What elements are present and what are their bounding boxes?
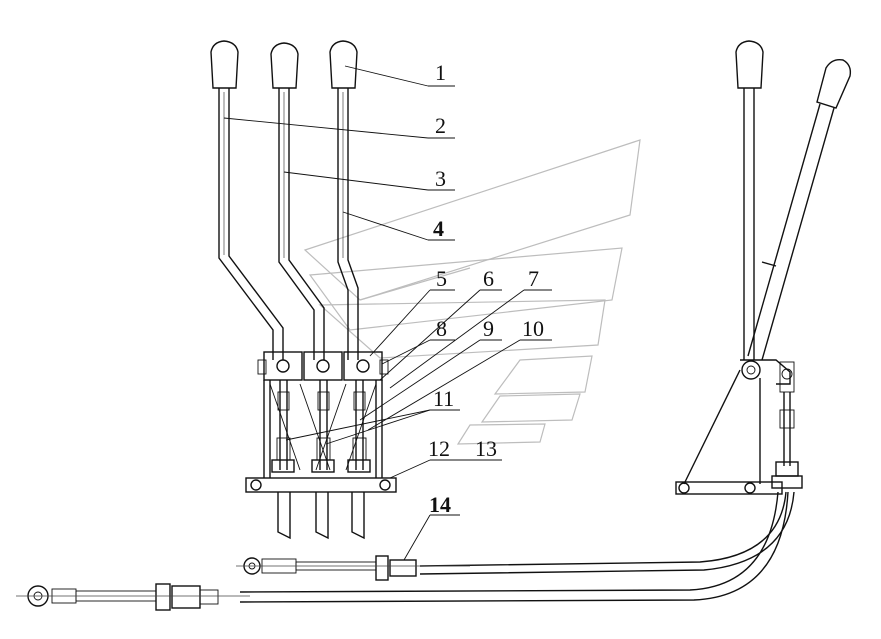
side-lever-knob-tilted <box>816 58 852 109</box>
lever-clamps <box>257 351 389 381</box>
label-7: 7 <box>528 266 539 291</box>
label-12: 12 <box>428 436 450 461</box>
lever-middle <box>270 42 325 360</box>
leader-lines <box>223 65 552 561</box>
label-6: 6 <box>483 266 494 291</box>
lever-knob-right <box>329 40 358 89</box>
side-lever-knob-upright <box>735 40 764 89</box>
lever-knob-middle <box>270 42 299 89</box>
label-10: 10 <box>522 316 544 341</box>
lever-right <box>329 40 359 360</box>
upper-cable-end <box>236 555 470 581</box>
cable-rods <box>271 380 371 540</box>
label-3: 3 <box>435 166 446 191</box>
label-9: 9 <box>483 316 494 341</box>
label-11: 11 <box>433 386 454 411</box>
cables <box>16 491 795 611</box>
callout-labels: 1 2 3 4 5 6 7 8 9 10 11 12 13 14 <box>428 60 544 517</box>
lever-left <box>210 40 284 360</box>
front-view <box>210 40 397 540</box>
lever-knob-left <box>210 40 239 89</box>
label-1: 1 <box>435 60 446 85</box>
label-13: 13 <box>475 436 497 461</box>
lower-cable-end <box>16 583 250 611</box>
label-8: 8 <box>436 316 447 341</box>
label-5: 5 <box>436 266 447 291</box>
label-14: 14 <box>429 492 451 517</box>
watermark-logo <box>303 139 641 445</box>
side-view <box>675 40 852 495</box>
support-frame <box>245 380 397 493</box>
label-4: 4 <box>433 216 444 241</box>
label-2: 2 <box>435 113 446 138</box>
